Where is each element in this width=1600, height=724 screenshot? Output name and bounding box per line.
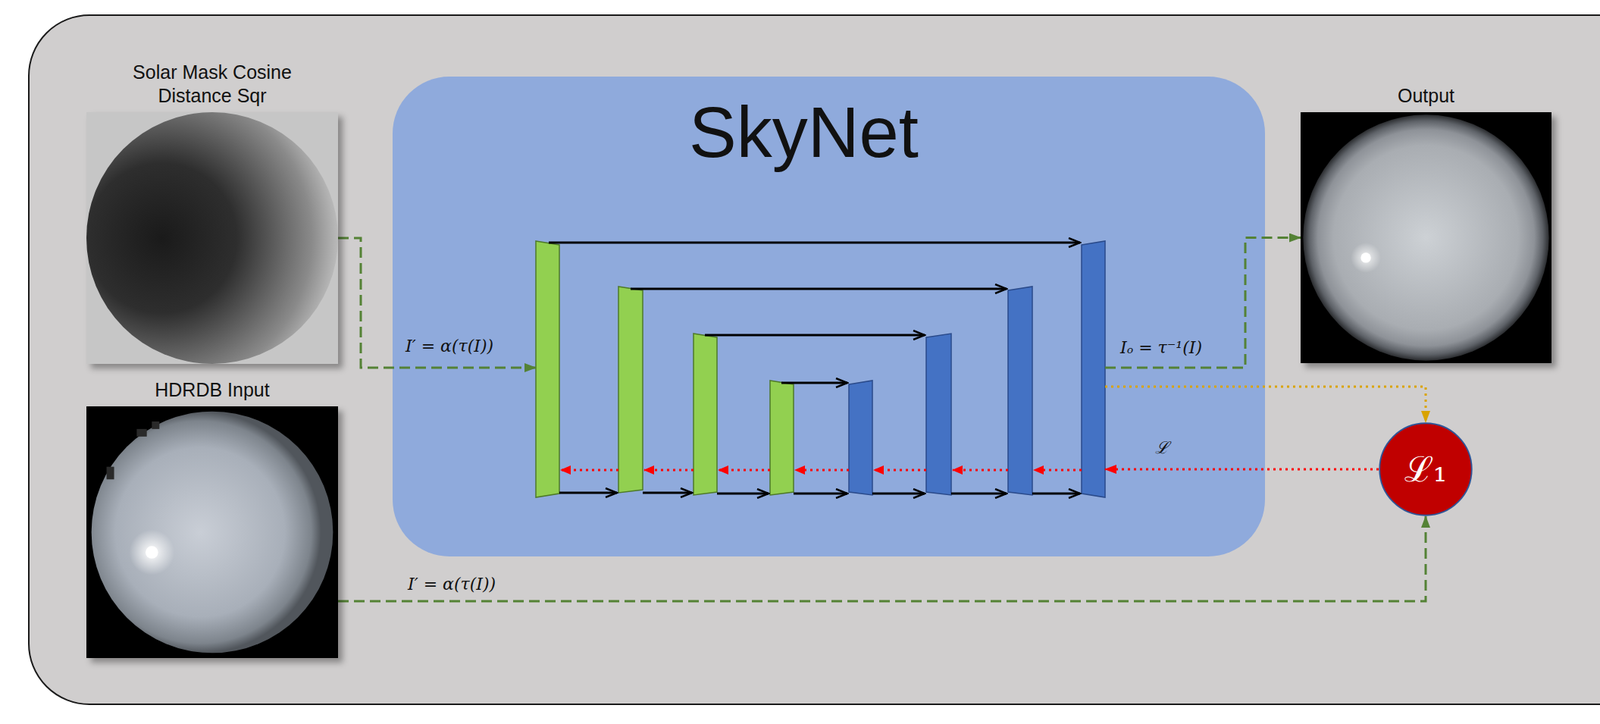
network-title: SkyNet — [392, 93, 1265, 172]
encoder-bar — [770, 380, 794, 495]
skip-connections — [548, 242, 1081, 383]
forward-arrow — [793, 492, 848, 495]
solar-art — [86, 112, 339, 364]
dotted-arrow — [1105, 386, 1426, 423]
forward-arrow — [872, 492, 925, 495]
unet-bars — [535, 241, 1106, 498]
out-art — [1300, 112, 1552, 364]
skip-arrow — [548, 241, 1081, 245]
backprop-arrow — [952, 469, 1009, 472]
forward-arrow — [717, 492, 769, 495]
formula-label: Iₒ = τ⁻¹(I) — [1120, 338, 1203, 358]
forward-arrow — [559, 491, 617, 495]
formula-label: I′ = α(τ(I)) — [407, 574, 496, 595]
decoder-bar — [1008, 286, 1033, 495]
forward-arrow — [1032, 492, 1081, 495]
formula-label: I′ = α(τ(I)) — [405, 336, 494, 357]
skip-arrow — [781, 381, 848, 385]
loss-circle: ℒ₁ — [1378, 422, 1473, 517]
loss-symbol: ℒ₁ — [1404, 451, 1447, 487]
hdr-art — [86, 406, 339, 658]
decoder-bar — [926, 333, 952, 495]
image-heading: Solar Mask Cosine Distance Sqr — [86, 60, 339, 108]
network-region: SkyNet — [392, 76, 1265, 557]
dashed-arrow — [338, 237, 536, 368]
encoder-bar — [535, 241, 560, 498]
dotted-arrow — [1105, 468, 1379, 471]
skynet-region — [392, 76, 1265, 557]
encoder-bar — [693, 333, 718, 495]
image-heading: Output — [1300, 84, 1552, 108]
backprop-arrow — [795, 469, 849, 472]
input-image: Solar Mask Cosine Distance Sqr — [86, 112, 339, 364]
output-image: Output — [1300, 112, 1552, 364]
decoder-bar — [1081, 241, 1106, 498]
backprop-arrow — [560, 469, 619, 472]
backprop-arrow — [1033, 469, 1082, 472]
backprop-arrow — [718, 469, 771, 472]
dashed-arrow — [338, 516, 1426, 602]
input-image: HDRDB Input — [86, 406, 339, 658]
backprop-arrows — [560, 469, 1082, 472]
forward-arrow — [642, 491, 692, 495]
decoder-bar — [848, 380, 873, 495]
forward-arrow — [951, 492, 1007, 495]
dashed-arrow — [1105, 237, 1301, 369]
skip-arrow — [704, 334, 925, 337]
image-heading: HDRDB Input — [86, 378, 339, 402]
outer-panel — [28, 15, 1600, 705]
skip-arrow — [630, 288, 1007, 291]
backprop-arrow — [644, 469, 694, 472]
backprop-arrow — [873, 469, 927, 472]
formula-label: ℒ — [1155, 438, 1169, 458]
forward-arrows — [559, 492, 1081, 494]
encoder-bar — [618, 286, 643, 493]
